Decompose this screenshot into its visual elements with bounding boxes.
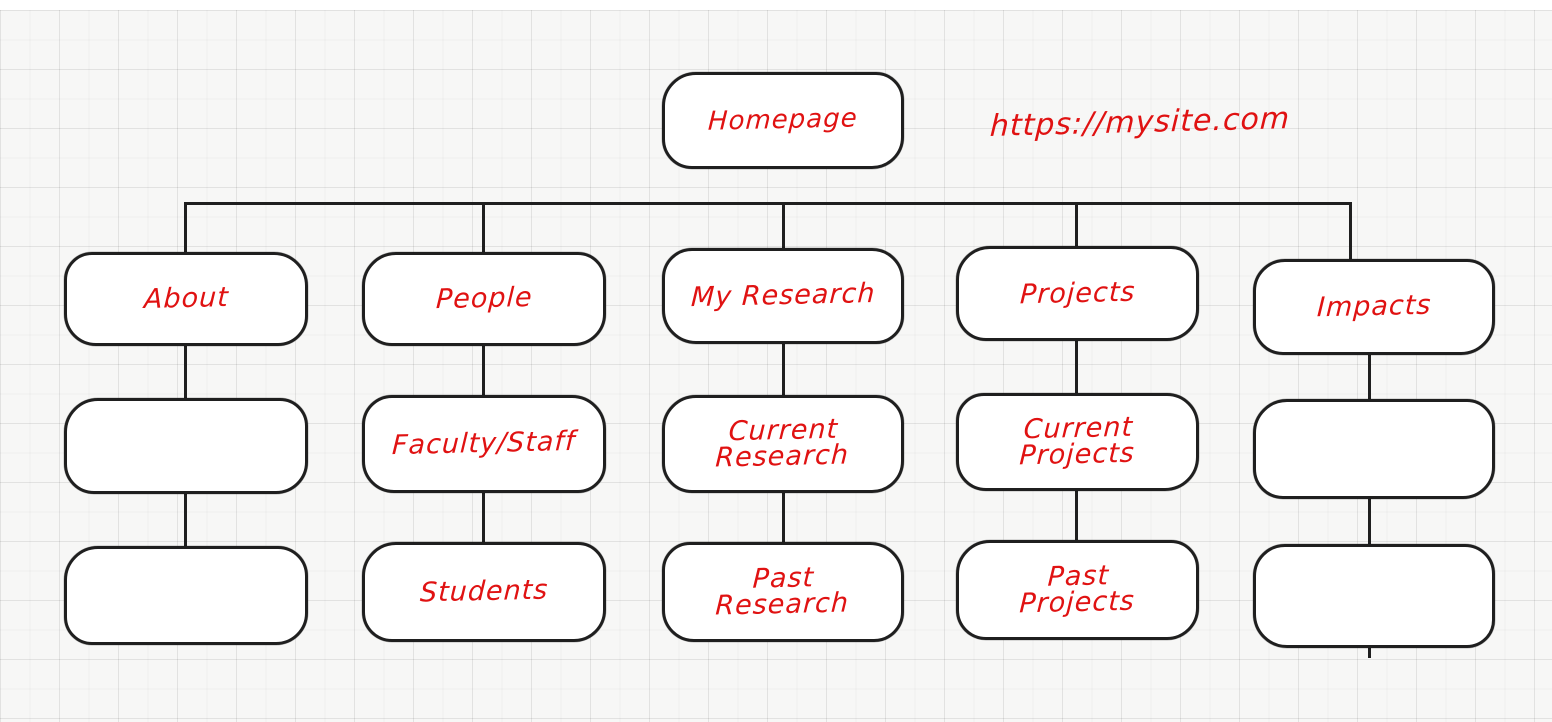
connector-about-child2 [184,492,187,548]
node-my-research[interactable]: My Research [662,248,904,344]
node-impacts[interactable]: Impacts [1253,259,1495,355]
node-past-research[interactable]: Past Research [662,542,904,642]
connector-drop-impacts [1349,202,1352,261]
connector-impacts-bottom-stub [1368,646,1371,658]
node-current-research[interactable]: Current Research [662,395,904,493]
connector-drop-people [482,202,485,254]
node-my-research-label: My Research [690,278,876,314]
node-students-label: Students [419,574,549,609]
connector-my-research-child2 [782,492,785,543]
connector-about-child1 [184,344,187,400]
connector-impacts-child1 [1368,354,1371,401]
node-current-projects-label: Current Projects [1018,412,1136,472]
node-faculty-staff[interactable]: Faculty/Staff [362,395,606,493]
node-about-child-2[interactable] [64,546,308,645]
node-people-label: People [434,282,534,316]
connector-projects-child1 [1075,340,1078,395]
node-impacts-label: Impacts [1316,289,1432,324]
connector-bus-line [184,202,1352,205]
node-projects-label: Projects [1019,276,1136,311]
node-about[interactable]: About [64,252,308,346]
node-past-projects[interactable]: Past Projects [956,540,1199,640]
connector-people-child1 [482,344,485,397]
node-faculty-staff-label: Faculty/Staff [391,426,577,462]
node-students[interactable]: Students [362,542,606,642]
connector-projects-child2 [1075,490,1078,542]
connector-drop-about [184,202,187,254]
node-about-label: About [142,282,230,316]
node-impacts-child-2[interactable] [1253,544,1495,648]
node-past-projects-label: Past Projects [1018,560,1136,620]
node-past-research-label: Past Research [714,562,850,622]
node-people[interactable]: People [362,252,606,346]
node-projects[interactable]: Projects [956,246,1199,341]
node-current-research-label: Current Research [714,414,850,474]
node-impacts-child-1[interactable] [1253,399,1495,499]
node-homepage[interactable]: Homepage [662,72,904,169]
connector-impacts-child2 [1368,498,1371,546]
connector-drop-my-research [782,202,785,250]
connector-people-child2 [482,492,485,544]
connector-my-research-child1 [782,343,785,397]
node-about-child-1[interactable] [64,398,308,494]
node-current-projects[interactable]: Current Projects [956,393,1199,491]
node-homepage-label: Homepage [707,103,859,137]
connector-drop-projects [1075,202,1078,248]
